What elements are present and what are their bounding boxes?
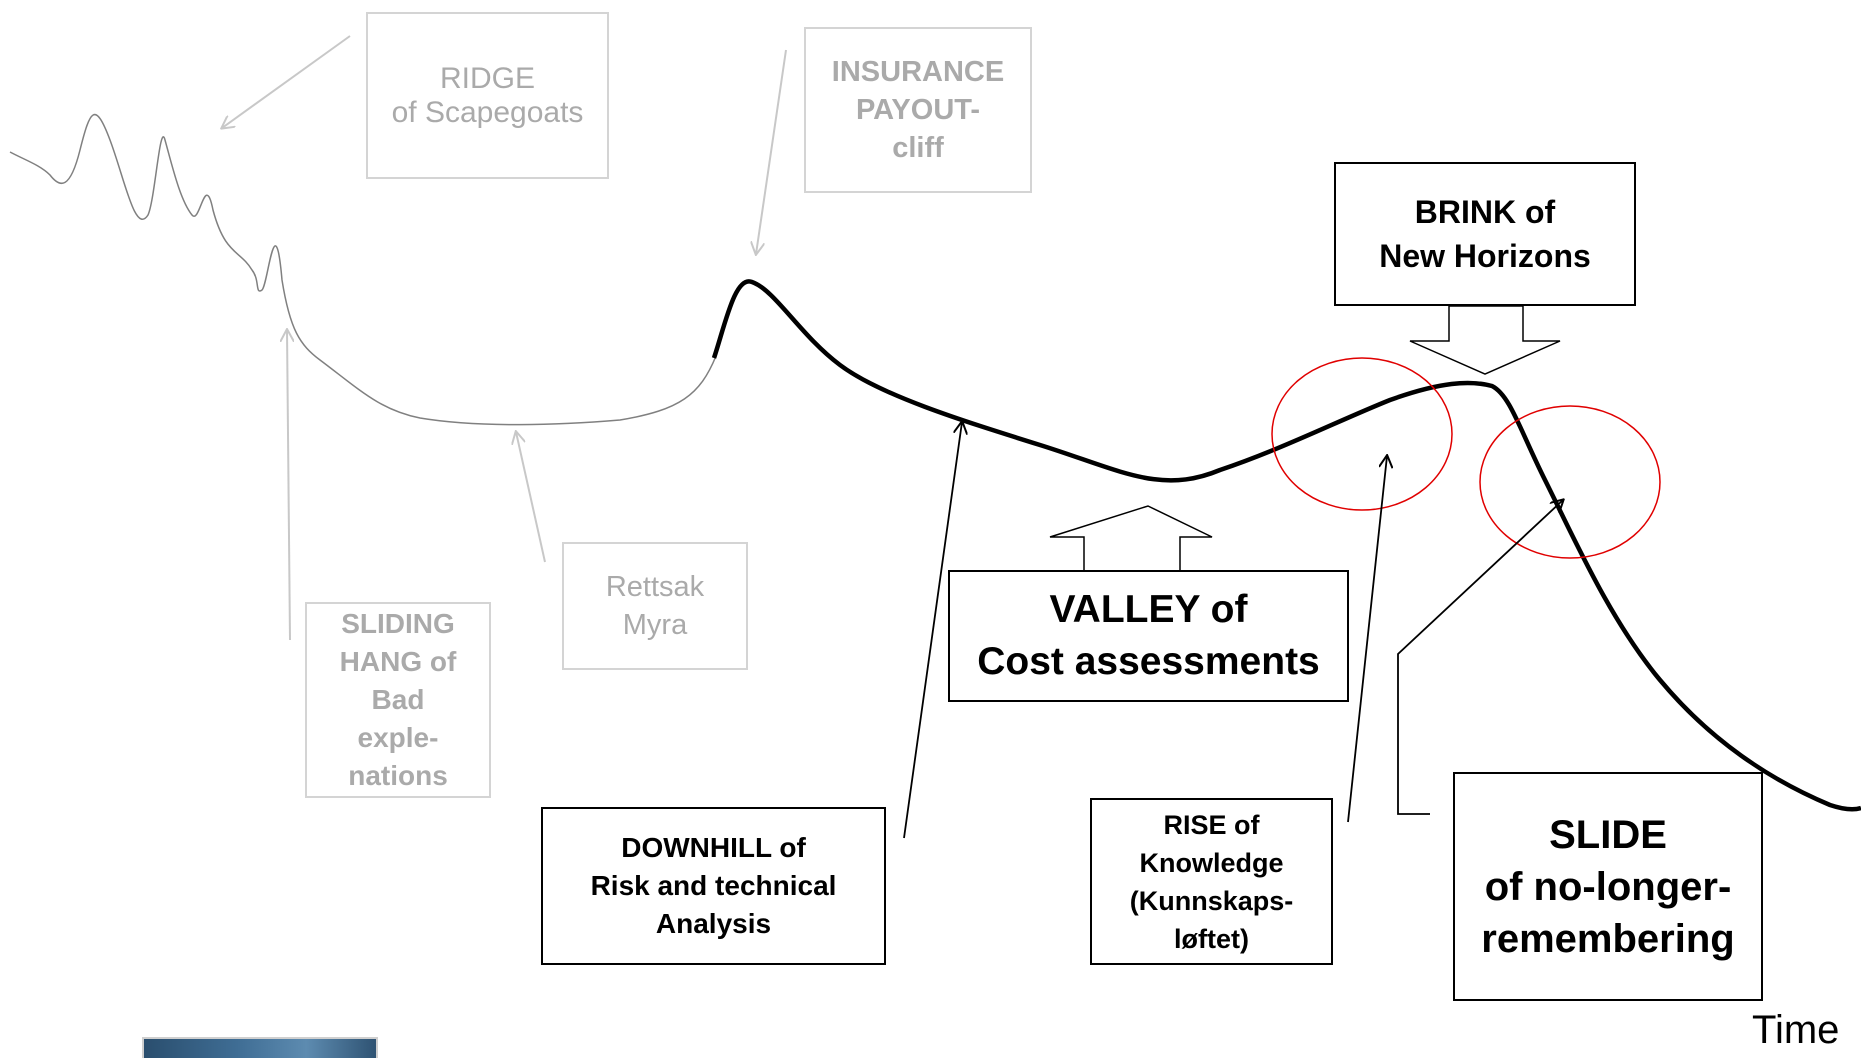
- rettsak-pointer: [516, 432, 546, 563]
- sliding-line5: nations: [348, 760, 448, 791]
- downhill-pointer: [903, 422, 962, 839]
- rise-line3: (Kunnskaps-: [1129, 885, 1294, 916]
- rise-line2: Knowledge: [1139, 847, 1284, 878]
- slide-line1: SLIDE: [1549, 812, 1667, 857]
- rettsak-label-box: Rettsak Myra: [562, 542, 748, 670]
- insurance-line3: cliff: [892, 132, 944, 164]
- downhill-line3: Analysis: [655, 908, 772, 939]
- ridge-line1: RIDGE: [439, 61, 535, 95]
- ridge-line2: of Scapegoats: [391, 95, 584, 129]
- rise-line1: RISE of: [1163, 809, 1260, 840]
- valley-line2: Cost assessments: [977, 640, 1320, 683]
- brink-block-arrow: [1409, 305, 1561, 375]
- sliding-line3: Bad: [371, 684, 425, 715]
- slide-highlight-circle: [1479, 405, 1661, 559]
- sliding-line4: exple-: [357, 722, 439, 753]
- thumbnail-image: [142, 1037, 378, 1058]
- time-axis-label: Time: [1752, 1008, 1840, 1052]
- sliding-pointer: [287, 330, 290, 641]
- ridge-label-box: RIDGE of Scapegoats: [366, 12, 609, 179]
- insurance-line2: PAYOUT-: [855, 94, 981, 126]
- sliding-label-box: SLIDING HANG of Bad exple- nations: [305, 602, 491, 798]
- slide-label-box: SLIDE of no-longer- remembering: [1453, 772, 1763, 1001]
- brink-label-box: BRINK of New Horizons: [1334, 162, 1636, 306]
- rettsak-line1: Rettsak: [605, 571, 705, 603]
- valley-block-arrow: [1049, 505, 1213, 573]
- valley-line1: VALLEY of: [1049, 588, 1248, 631]
- early-curve: [9, 113, 717, 426]
- slide-line2: of no-longer-: [1484, 864, 1732, 909]
- brink-line1: BRINK of: [1414, 194, 1556, 230]
- downhill-line2: Risk and technical: [590, 870, 837, 901]
- valley-label-box: VALLEY of Cost assessments: [948, 570, 1349, 702]
- rise-pointer: [1347, 456, 1387, 823]
- rise-label-box: RISE of Knowledge (Kunnskaps- løftet): [1090, 798, 1333, 965]
- sliding-line1: SLIDING: [341, 608, 455, 639]
- slide-pointer: [1397, 500, 1563, 815]
- insurance-label-box: INSURANCE PAYOUT- cliff: [804, 27, 1032, 193]
- sliding-line2: HANG of: [339, 646, 457, 677]
- downhill-line1: DOWNHILL of: [621, 832, 806, 863]
- ridge-pointer: [222, 35, 351, 128]
- rise-line4: løftet): [1174, 923, 1249, 954]
- rettsak-line2: Myra: [622, 609, 688, 641]
- rise-highlight-circle: [1271, 357, 1453, 511]
- main-curve: [711, 279, 1861, 812]
- insurance-pointer: [756, 49, 787, 254]
- slide-line3: remembering: [1481, 916, 1735, 961]
- downhill-label-box: DOWNHILL of Risk and technical Analysis: [541, 807, 886, 965]
- brink-line2: New Horizons: [1379, 238, 1591, 274]
- insurance-line1: INSURANCE: [831, 56, 1005, 88]
